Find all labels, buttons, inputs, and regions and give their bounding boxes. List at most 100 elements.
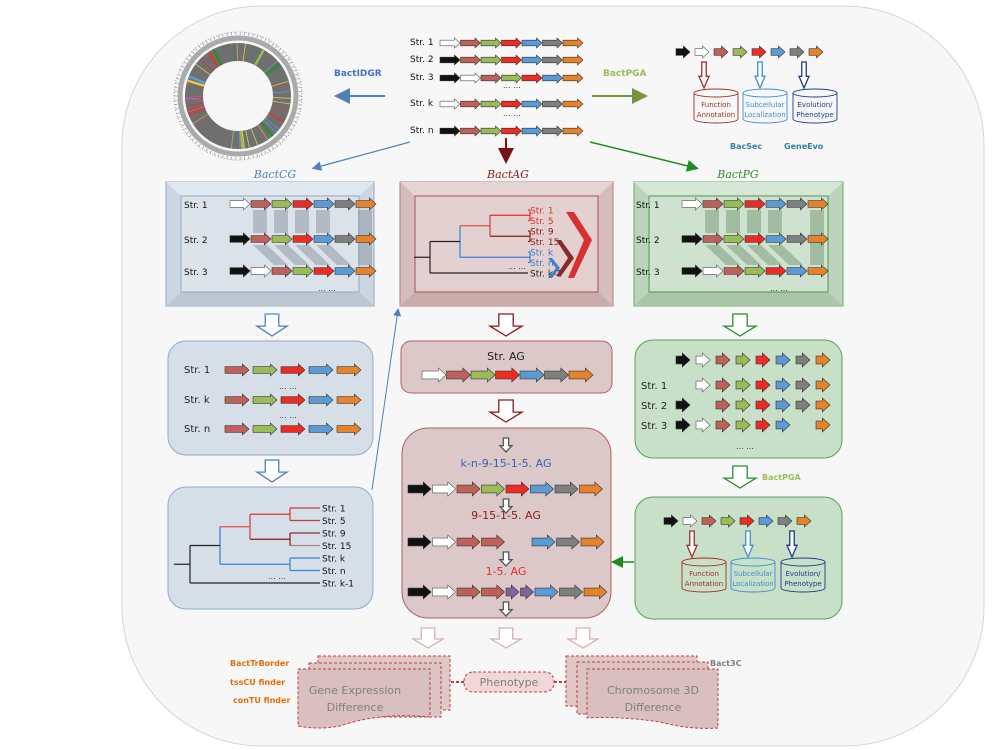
str-ag-gene-orange-arrow-icon xyxy=(568,367,594,383)
genome-feature-mark xyxy=(186,79,205,87)
genome-feature-mark xyxy=(264,117,280,130)
genome-tick xyxy=(275,143,278,147)
pg-synteny-band xyxy=(747,245,782,265)
top-gene-black-arrow-icon xyxy=(439,54,461,66)
cg-tree-leaf-label: Str. 5 xyxy=(322,517,346,527)
cg-tree-leaf-label: Str. k-1 xyxy=(322,580,354,590)
pg-gene-orange-arrow-icon xyxy=(807,264,829,278)
top-gene-black-arrow-icon xyxy=(439,72,461,84)
ag-step-gene-rose-arrow-icon xyxy=(456,584,481,600)
geneevo-label[interactable]: GeneEvo xyxy=(784,142,824,151)
pg-synteny-band xyxy=(726,245,761,265)
top-pga-gene-rose-arrow-icon xyxy=(713,45,729,59)
ag-step-gene-blue-arrow-icon xyxy=(531,534,556,550)
genome-tick xyxy=(256,153,259,157)
top-ellipsis: ... ... xyxy=(503,81,521,90)
phenotype-label: Phenotype xyxy=(480,676,539,689)
pan-gene-blue-arrow-icon xyxy=(775,417,791,433)
core-strain-label: Str. 1 xyxy=(184,365,210,376)
pg-strain-label: Str. 3 xyxy=(636,268,660,278)
pg-gene-gray-arrow-icon xyxy=(786,232,808,246)
genome-tick xyxy=(287,131,290,134)
top-gene-gray-arrow-icon xyxy=(542,54,563,66)
pg-synteny-band xyxy=(705,210,719,233)
bactidgr-label[interactable]: BactIDGR xyxy=(334,69,382,79)
top-gene-blue-arrow-icon xyxy=(521,54,543,66)
ag-step-arrow xyxy=(498,601,514,617)
bactpg-title[interactable]: BactPG xyxy=(716,168,759,181)
genome-feature-mark xyxy=(265,62,281,76)
bactag-title[interactable]: BactAG xyxy=(486,168,529,181)
top-gene-orange-arrow-icon xyxy=(562,98,584,110)
str-ag-gene-green-arrow-icon xyxy=(470,367,496,383)
top-gene-rose-arrow-icon xyxy=(460,54,481,66)
pg-gene-red-arrow-icon xyxy=(744,232,766,246)
ag-step-gene-purple-arrow-icon xyxy=(505,584,520,600)
genome-tick xyxy=(198,45,201,49)
top-gene-orange-arrow-icon xyxy=(562,54,584,66)
genome-feature-mark xyxy=(185,96,204,99)
str-ag-gene-rose-arrow-icon xyxy=(446,367,471,383)
ag-step-gene-gray-arrow-icon xyxy=(559,584,583,600)
pan-header-gene-black-arrow-icon xyxy=(675,352,691,368)
genome-tick xyxy=(278,141,282,144)
tool-tsscu-finder[interactable]: tssCU finder xyxy=(230,678,285,687)
bactcg-title[interactable]: BactCG xyxy=(253,168,297,181)
pan-header-gene-rose-arrow-icon xyxy=(715,352,731,368)
genome-tick xyxy=(194,141,198,144)
cg-gene-orange-arrow-icon xyxy=(355,232,377,246)
ag-step-gene-rose-arrow-icon xyxy=(456,481,481,497)
core-gene-orange-arrow-icon xyxy=(336,422,362,436)
bacsec-label[interactable]: BacSec xyxy=(730,142,762,151)
pg-pga-gene-blue-arrow-icon xyxy=(758,514,774,528)
ag-step-arrow xyxy=(498,437,514,453)
top-pga-gene-red-arrow-icon xyxy=(751,45,767,59)
top-gene-rose-arrow-icon xyxy=(480,72,502,84)
genome-feature-mark xyxy=(185,102,204,107)
top-gene-rose-arrow-icon xyxy=(460,37,481,49)
genome-tick xyxy=(268,148,271,152)
top-strain-label: Str. 2 xyxy=(410,55,434,65)
pg-pga-database-line2: Phenotype xyxy=(784,580,821,588)
pg-pga-down-arrow xyxy=(686,530,698,559)
top-pga-database-icon xyxy=(742,93,788,124)
pan-gene-black-arrow-icon xyxy=(675,417,691,433)
gene-expression-line1: Gene Expression xyxy=(309,684,401,697)
core-gene-orange-arrow-icon xyxy=(336,393,362,407)
genome-tick xyxy=(297,108,301,110)
tool-contu-finder[interactable]: conTU finder xyxy=(233,696,290,705)
genome-tick xyxy=(201,146,205,150)
top-gene-red-arrow-icon xyxy=(501,54,522,66)
pg-gene-blue-arrow-icon xyxy=(765,197,787,211)
arrow-to-bactpg xyxy=(589,141,699,172)
genome-tick xyxy=(222,155,224,159)
tool-bacttrborder[interactable]: BactTrBorder xyxy=(230,659,289,668)
ag-tree-leaf-label: Str. k-1 xyxy=(530,270,562,280)
bottom-down-arrow-mid xyxy=(488,627,524,649)
pan-strain-label: Str. 3 xyxy=(641,421,667,432)
pg-gene-white-arrow-icon xyxy=(681,197,703,211)
genome-tick xyxy=(209,150,212,154)
pg-synteny-band xyxy=(726,210,740,233)
cg-strain-label: Str. 2 xyxy=(184,236,208,246)
cg-down-arrow-1 xyxy=(254,313,290,337)
genome-tick xyxy=(260,36,263,40)
top-pga-database-top xyxy=(693,88,739,98)
cg-synteny-band xyxy=(295,210,309,233)
pg-gene-red-arrow-icon xyxy=(744,197,766,211)
bactpga-lower-label[interactable]: BactPGA xyxy=(762,473,801,482)
pg-pga-database-icon xyxy=(681,562,727,593)
bact3c-label[interactable]: Bact3C xyxy=(710,659,742,668)
pg-pga-gene-white-arrow-icon xyxy=(682,514,698,528)
top-strain-label: Str. 3 xyxy=(410,73,434,83)
pan-gene-gray-arrow-icon xyxy=(795,377,811,393)
circular-genome-plot xyxy=(173,31,303,161)
genome-tick xyxy=(198,143,201,147)
bactpga-top-label[interactable]: BactPGA xyxy=(603,69,647,79)
cg-tree-leaf-label: Str. k xyxy=(322,555,346,565)
gene-expression-line2: Difference xyxy=(327,701,384,714)
ag-step-gene-orange-arrow-icon xyxy=(583,584,608,600)
